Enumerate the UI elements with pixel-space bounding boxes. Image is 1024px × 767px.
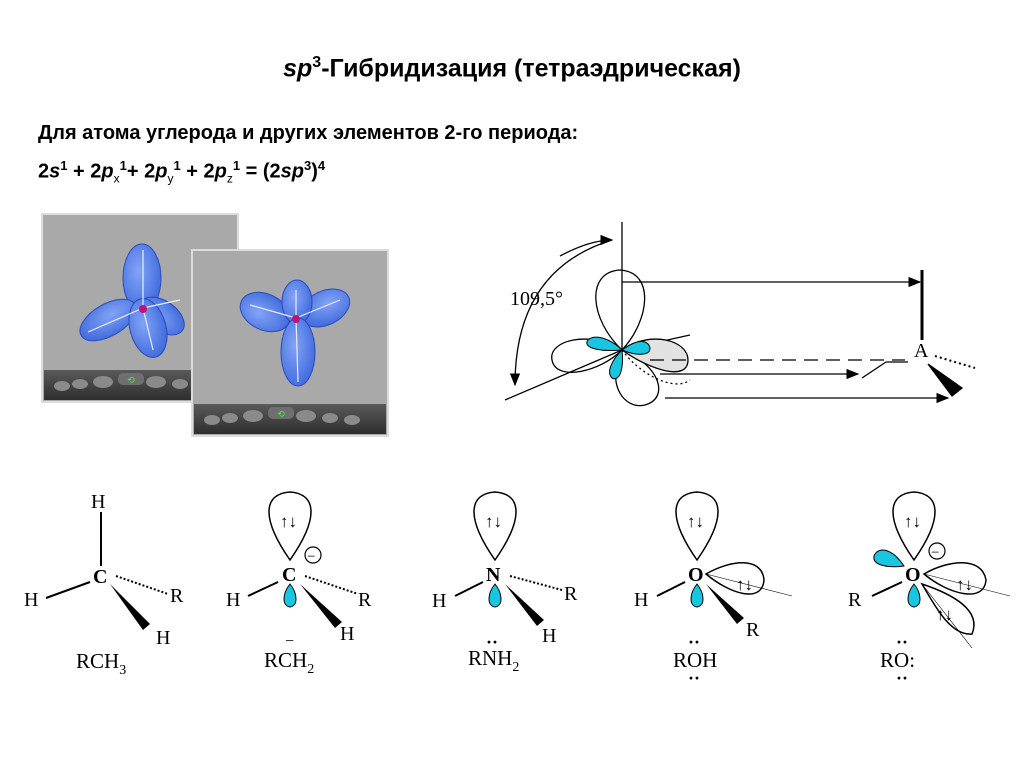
svg-text:↑↓: ↑↓ <box>485 512 502 531</box>
subtitle: Для атома углерода и других элементов 2-… <box>38 122 579 144</box>
title-superscript: 3 <box>312 54 322 71</box>
molecule-rch2-anion: ↑↓ − C H R H − RCH2 <box>226 491 372 677</box>
charge-sign: − <box>307 549 315 565</box>
small-cyan-lobes <box>586 336 651 380</box>
svg-text:RCH2: RCH2 <box>264 648 314 677</box>
molecule-roh: ↑↓ ↑↓ O H R ·· ROH ·· <box>634 491 793 688</box>
svg-text:RNH2: RNH2 <box>468 646 519 675</box>
molecule-rnh2: ↑↓ N H R H ·· RNH2 <box>432 491 578 675</box>
svg-text:C: C <box>282 564 296 586</box>
atom-right: R <box>170 585 184 607</box>
svg-text:⟲: ⟲ <box>127 375 135 385</box>
orbital-model-panel-1: ⟲ <box>41 213 239 403</box>
svg-text:↑↓: ↑↓ <box>736 575 753 594</box>
svg-text:⟲: ⟲ <box>277 409 285 419</box>
svg-text:R: R <box>746 619 760 641</box>
svg-text:··: ·· <box>486 632 498 652</box>
svg-text:↑↓: ↑↓ <box>687 512 704 531</box>
svg-text:O: O <box>905 564 921 586</box>
svg-text:R: R <box>564 583 578 605</box>
lone-pair-spin: ↑↓ <box>280 512 297 531</box>
svg-text:H: H <box>340 623 354 645</box>
svg-text:··: ·· <box>896 632 908 652</box>
svg-text:··: ·· <box>688 668 700 688</box>
svg-text:H: H <box>432 590 446 612</box>
svg-text:R: R <box>848 589 862 611</box>
molecule-formula: RCH3 <box>76 649 126 678</box>
svg-text:··: ·· <box>688 632 700 652</box>
svg-text:↑↓: ↑↓ <box>904 512 921 531</box>
center-atom-label: A <box>914 340 929 362</box>
svg-text:O: O <box>688 564 704 586</box>
svg-text:H: H <box>226 589 240 611</box>
title-sp: sp <box>283 54 313 83</box>
atom-top: H <box>91 491 105 513</box>
page-title: sp3-Гибридизация (тетраэдрическая) <box>0 54 1024 83</box>
title-rest: -Гибридизация (тетраэдрическая) <box>321 54 741 83</box>
atom-center: C <box>93 566 107 588</box>
svg-text:N: N <box>486 564 501 586</box>
hybridization-formula: 2s1 + 2px1+ 2py1 + 2pz1 = (2sp3)4 <box>38 158 326 186</box>
molecule-rch3: H C H R H RCH3 <box>24 491 184 678</box>
tetrahedral-projection <box>504 222 976 407</box>
orbital-model-panel-2: ⟲ <box>191 249 389 437</box>
angle-label: 109,5° <box>510 288 563 310</box>
svg-text:RO:: RO: <box>880 648 915 672</box>
svg-text:−: − <box>285 633 294 650</box>
svg-text:H: H <box>542 625 556 647</box>
svg-text:↑↓: ↑↓ <box>936 605 953 624</box>
svg-text:ROH: ROH <box>673 648 717 672</box>
atom-wedge: H <box>156 627 170 649</box>
svg-text:H: H <box>634 589 648 611</box>
atom-left: H <box>24 589 38 611</box>
molecule-ro-anion: ↑↓ − ↑↓ ↑↓ O R ·· RO: ·· <box>848 491 1011 688</box>
svg-text:−: − <box>931 545 939 561</box>
svg-text:··: ·· <box>896 668 908 688</box>
svg-text:R: R <box>358 589 372 611</box>
